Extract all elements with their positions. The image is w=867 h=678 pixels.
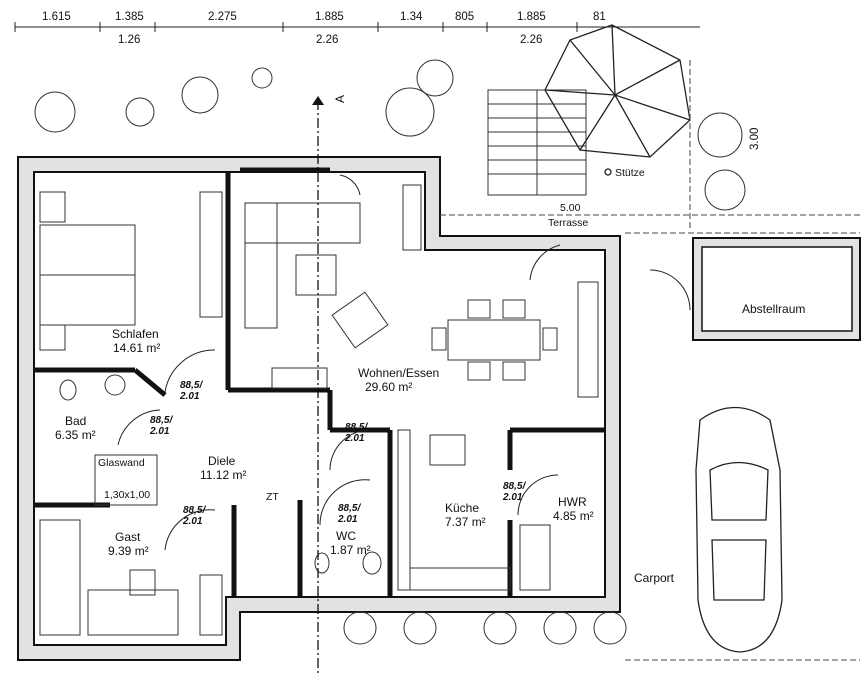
stuetze-label: Stütze bbox=[615, 167, 645, 179]
door-size-5: 88,5/2.01 bbox=[338, 503, 361, 525]
bath-fixtures bbox=[59, 374, 382, 575]
dimension-right-vertical: 3.00 bbox=[749, 127, 761, 150]
car bbox=[695, 407, 783, 653]
door-swings bbox=[117, 174, 691, 551]
room-bad-name: Bad bbox=[65, 414, 87, 428]
room-hwr-name: HWR bbox=[558, 495, 587, 509]
room-carport-name: Carport bbox=[634, 571, 675, 585]
top-dimension-line bbox=[14, 22, 700, 32]
terrace-outline bbox=[440, 60, 860, 661]
kitchen-furniture bbox=[397, 429, 551, 591]
section-marker: A bbox=[333, 94, 347, 103]
room-bad-area: 6.35 m² bbox=[55, 428, 96, 442]
room-hwr-area: 4.85 m² bbox=[553, 509, 594, 523]
room-wc-name: WC bbox=[336, 529, 356, 543]
room-wc-area: 1.87 m² bbox=[330, 543, 371, 557]
glaswand-size: 1,30x1,00 bbox=[104, 489, 151, 501]
room-abstellraum-name: Abstellraum bbox=[742, 302, 806, 316]
room-kueche-area: 7.37 m² bbox=[445, 515, 486, 529]
dimension-row2-1: 1.26 bbox=[118, 34, 141, 46]
room-diele-name: Diele bbox=[208, 454, 236, 468]
dimension-6: 805 bbox=[455, 11, 475, 23]
glaswand-label: Glaswand bbox=[98, 457, 145, 469]
room-wohnen-area: 29.60 m² bbox=[365, 380, 413, 394]
dimension-7: 1.885 bbox=[517, 11, 546, 23]
bedroom-furniture bbox=[39, 191, 223, 351]
room-wohnen-name: Wohnen/Essen bbox=[358, 366, 440, 380]
door-size-1: 88,5/2.01 bbox=[180, 380, 203, 402]
room-schlafen-area: 14.61 m² bbox=[113, 341, 161, 355]
dimension-1: 1.615 bbox=[42, 11, 71, 23]
door-size-3: 88,5/2.01 bbox=[345, 422, 368, 444]
inner-walls bbox=[34, 167, 605, 597]
door-size-2: 88,5/2.01 bbox=[150, 415, 173, 437]
umbrella bbox=[544, 24, 691, 176]
room-schlafen-name: Schlafen bbox=[112, 327, 159, 341]
dimension-5: 1.34 bbox=[400, 11, 423, 23]
dimension-8: 81 bbox=[593, 11, 606, 23]
door-size-6: 88,5/2.01 bbox=[503, 481, 526, 503]
trees bbox=[34, 59, 746, 645]
room-gast-area: 9.39 m² bbox=[108, 544, 149, 558]
terrace-width: 5.00 bbox=[560, 202, 581, 214]
door-size-4: 88,5/2.01 bbox=[183, 505, 206, 527]
dimension-4: 1.885 bbox=[315, 11, 344, 23]
room-diele-area: 11.12 m² bbox=[200, 468, 247, 482]
dimension-row2-3: 2.26 bbox=[520, 34, 543, 46]
terrace-label: Terrasse bbox=[548, 217, 589, 229]
living-furniture bbox=[244, 184, 599, 398]
storage-room bbox=[692, 237, 861, 341]
room-gast-name: Gast bbox=[115, 530, 141, 544]
section-arrow-icon bbox=[312, 96, 324, 105]
dimension-row2-2: 2.26 bbox=[316, 34, 339, 46]
dimension-3: 2.275 bbox=[208, 11, 237, 23]
room-kueche-name: Küche bbox=[445, 501, 480, 515]
guest-furniture bbox=[39, 519, 223, 636]
stairs bbox=[487, 89, 587, 196]
outer-walls bbox=[17, 156, 621, 661]
zt-label: ZT bbox=[266, 491, 279, 503]
dimension-2: 1.385 bbox=[115, 11, 144, 23]
